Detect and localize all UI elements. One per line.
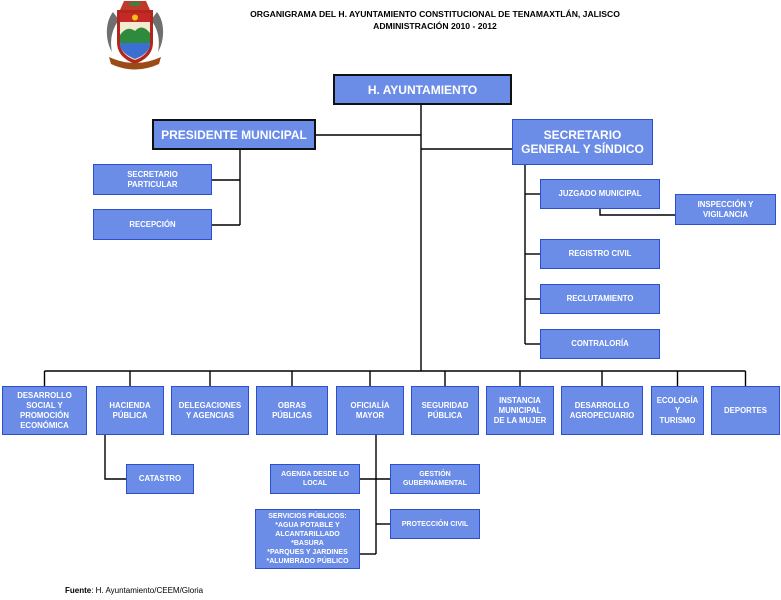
node-delegaciones-agencias: DELEGACIONES Y AGENCIAS [171, 386, 249, 435]
coat-of-arms-icon [106, 1, 164, 70]
node-instancia-mujer: INSTANCIA MUNICIPAL DE LA MUJER [486, 386, 554, 435]
node-label: HACIENDA PÚBLICA [109, 400, 151, 420]
node-registro-civil: REGISTRO CIVIL [540, 239, 660, 269]
node-label: DESARROLLO AGROPECUARIO [569, 400, 635, 420]
node-label: SEGURIDAD PÚBLICA [421, 400, 469, 420]
node-obras-publicas: OBRAS PÚBLICAS [256, 386, 328, 435]
node-label: CATASTRO [138, 474, 182, 483]
node-label: PRESIDENTE MUNICIPAL [161, 127, 307, 142]
node-oficialia-mayor: OFICIALÍA MAYOR [336, 386, 404, 435]
shield-hills [120, 27, 150, 43]
node-agenda-desde-lo-local: AGENDA DESDE LO LOCAL [270, 464, 360, 494]
node-label: DESARROLLO SOCIAL Y PROMOCIÓN ECONÓMICA [17, 390, 72, 430]
node-ecologia-turismo: ECOLOGÍA Y TURISMO [651, 386, 704, 435]
node-reclutamiento: RECLUTAMIENTO [540, 284, 660, 314]
shield-sun [132, 14, 138, 21]
node-label: SECRETARIO GENERAL Y SÍNDICO [521, 128, 644, 156]
node-label: AGENDA DESDE LO LOCAL [281, 471, 349, 487]
node-servicios-publicos: SERVICIOS PÚBLICOS: *AGUA POTABLE Y ALCA… [255, 509, 360, 569]
node-label: INSPECCIÓN Y VIGILANCIA [697, 199, 754, 219]
node-label: RECEPCIÓN [129, 219, 176, 229]
node-recepcion: RECEPCIÓN [93, 209, 212, 240]
node-h-ayuntamiento: H. AYUNTAMIENTO [333, 74, 512, 105]
node-juzgado-municipal: JUZGADO MUNICIPAL [540, 179, 660, 209]
node-catastro: CATASTRO [126, 464, 194, 494]
node-secretario-particular: SECRETARIO PARTICULAR [93, 164, 212, 195]
chart-title: ORGANIGRAMA DEL H. AYUNTAMIENTO CONSTITU… [250, 9, 620, 19]
node-label: ECOLOGÍA Y TURISMO [656, 395, 699, 425]
crest-leaves [128, 2, 142, 6]
node-hacienda-publica: HACIENDA PÚBLICA [96, 386, 164, 435]
source-label: Fuente [65, 586, 92, 595]
node-label: H. AYUNTAMIENTO [367, 82, 478, 97]
node-label: GESTIÓN GUBERNAMENTAL [402, 471, 468, 487]
node-presidente-municipal: PRESIDENTE MUNICIPAL [152, 119, 316, 150]
node-label: SERVICIOS PÚBLICOS: *AGUA POTABLE Y ALCA… [266, 513, 349, 565]
node-label: PROTECCIÓN CIVIL [401, 520, 469, 528]
right-mantling [151, 12, 164, 52]
left-mantling [106, 12, 119, 52]
shield-water [120, 43, 150, 59]
node-seguridad-publica: SEGURIDAD PÚBLICA [411, 386, 479, 435]
node-inspeccion-vigilancia: INSPECCIÓN Y VIGILANCIA [675, 194, 776, 225]
node-gestion-gubernamental: GESTIÓN GUBERNAMENTAL [390, 464, 480, 494]
node-label: DELEGACIONES Y AGENCIAS [178, 400, 242, 420]
node-desarrollo-social: DESARROLLO SOCIAL Y PROMOCIÓN ECONÓMICA [2, 386, 87, 435]
node-desarrollo-agropecuario: DESARROLLO AGROPECUARIO [561, 386, 643, 435]
chart-subtitle: ADMINISTRACIÓN 2010 - 2012 [373, 21, 497, 31]
crest-banner [109, 57, 161, 70]
node-contraloria: CONTRALORÍA [540, 329, 660, 359]
source-note: Fuente: H. Ayuntamiento/CEEM/Gloria [65, 586, 203, 596]
node-label: SECRETARIO PARTICULAR [127, 169, 178, 189]
node-label: RECLUTAMIENTO [566, 294, 634, 303]
node-label: JUZGADO MUNICIPAL [558, 189, 642, 198]
node-label: CONTRALORÍA [571, 339, 629, 348]
node-proteccion-civil: PROTECCIÓN CIVIL [390, 509, 480, 539]
node-label: OFICIALÍA MAYOR [350, 400, 390, 420]
source-text: : H. Ayuntamiento/CEEM/Gloria [91, 586, 204, 595]
node-label: REGISTRO CIVIL [568, 249, 632, 258]
node-secretario-general: SECRETARIO GENERAL Y SÍNDICO [512, 119, 653, 165]
connector-catastro [104, 435, 126, 480]
node-label: DEPORTES [724, 405, 767, 415]
connector-inspeccion [599, 209, 675, 216]
node-deportes: DEPORTES [711, 386, 780, 435]
node-label: OBRAS PÚBLICAS [272, 400, 312, 420]
node-label: INSTANCIA MUNICIPAL DE LA MUJER [493, 395, 547, 425]
